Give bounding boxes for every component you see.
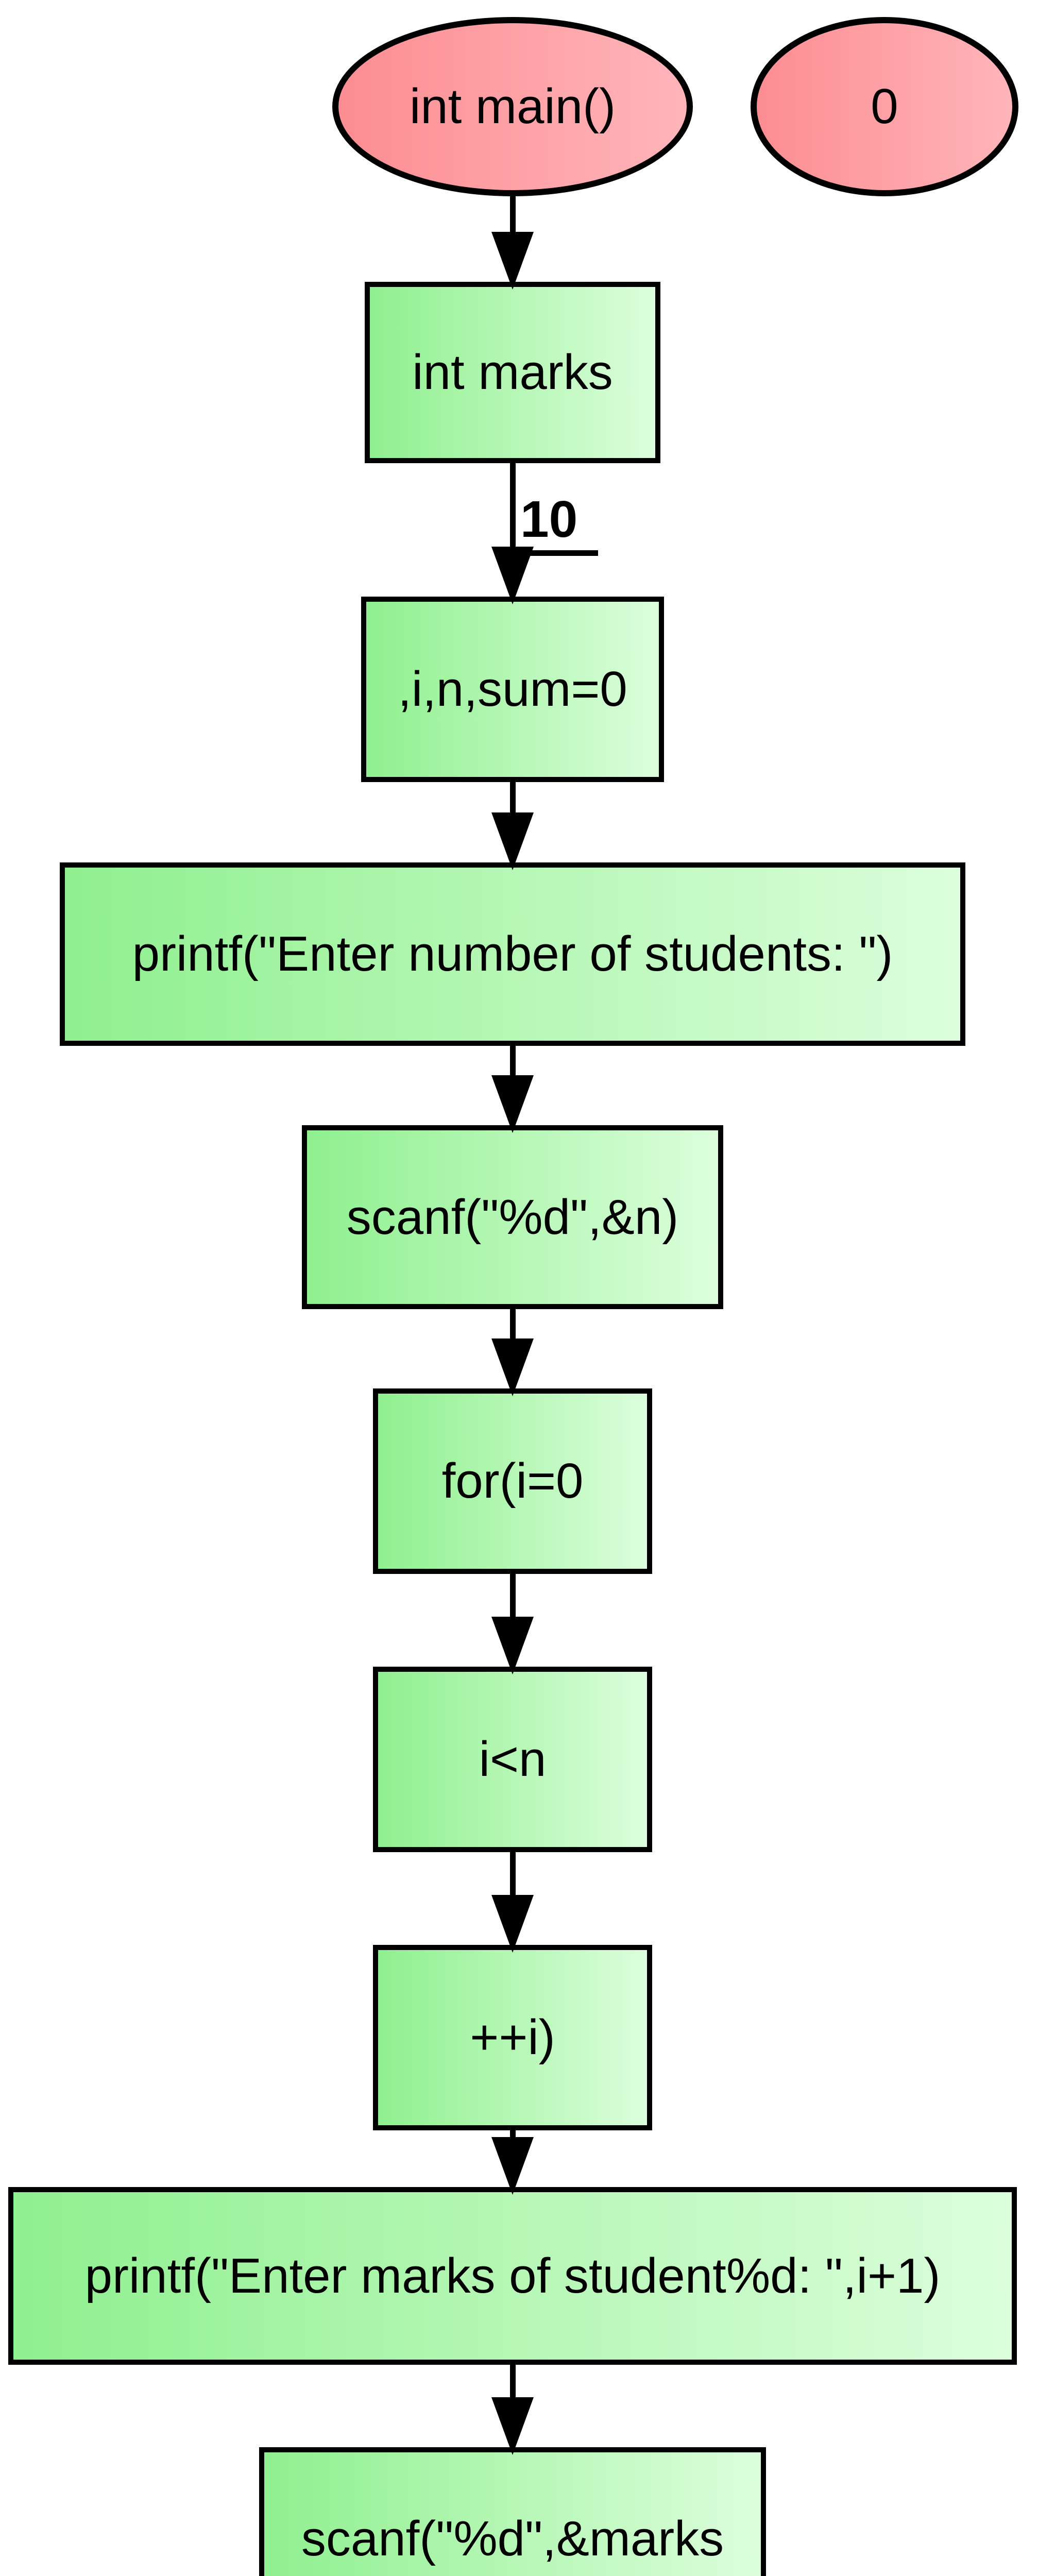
edge-shaft bbox=[510, 2365, 516, 2409]
node-for-init: for(i=0 bbox=[373, 1388, 652, 1574]
node-for-inc-label: ++i) bbox=[470, 2010, 555, 2065]
node-zero-label: 0 bbox=[871, 79, 898, 134]
edge-for-init-to-for-cond bbox=[486, 1574, 539, 1674]
node-scanf-marks-label: scanf("%d",&marks bbox=[301, 2511, 724, 2566]
edge-main-to-marks bbox=[486, 196, 539, 290]
node-for-init-label: for(i=0 bbox=[441, 1453, 584, 1509]
edge-scanf-n-to-for-init bbox=[486, 1309, 539, 1396]
node-printf-marks-label: printf("Enter marks of student%d: ",i+1) bbox=[84, 2248, 941, 2303]
node-scanf-marks: scanf("%d",&marks bbox=[259, 2447, 766, 2576]
edge-label-10: 10 bbox=[517, 494, 599, 556]
edge-shaft bbox=[510, 1046, 516, 1087]
node-for-cond: i<n bbox=[373, 1667, 652, 1852]
edge-marks-to-init bbox=[486, 463, 539, 604]
edge-shaft bbox=[510, 782, 516, 824]
node-int-marks-label: int marks bbox=[412, 345, 613, 400]
node-printf-marks: printf("Enter marks of student%d: ",i+1) bbox=[8, 2187, 1017, 2365]
edge-printf-marks-to-scanf-marks bbox=[486, 2365, 539, 2455]
edge-for-cond-to-for-inc bbox=[486, 1852, 539, 1953]
edge-shaft bbox=[510, 463, 516, 558]
node-printf-students: printf("Enter number of students: ") bbox=[60, 862, 965, 1046]
edge-shaft bbox=[510, 1852, 516, 1906]
arrowhead-icon bbox=[491, 1617, 534, 1674]
node-scanf-n-label: scanf("%d",&n) bbox=[346, 1189, 679, 1245]
arrowhead-icon bbox=[491, 232, 534, 290]
node-for-cond-label: i<n bbox=[479, 1732, 547, 1787]
edge-shaft bbox=[510, 1309, 516, 1350]
arrowhead-icon bbox=[491, 547, 534, 604]
node-init-vars: ,i,n,sum=0 bbox=[361, 597, 664, 782]
arrowhead-icon bbox=[491, 2137, 534, 2195]
node-int-marks: int marks bbox=[365, 282, 660, 463]
arrowhead-icon bbox=[491, 1075, 534, 1133]
edge-printf-students-to-scanf-n bbox=[486, 1046, 539, 1133]
node-printf-students-label: printf("Enter number of students: ") bbox=[132, 926, 893, 982]
edge-shaft bbox=[510, 196, 516, 243]
node-zero: 0 bbox=[751, 17, 1018, 196]
arrowhead-icon bbox=[491, 1895, 534, 1953]
arrowhead-icon bbox=[491, 2397, 534, 2455]
arrowhead-icon bbox=[491, 812, 534, 870]
edge-init-to-printf-students bbox=[486, 782, 539, 870]
node-for-inc: ++i) bbox=[373, 1945, 652, 2130]
node-scanf-n: scanf("%d",&n) bbox=[302, 1125, 723, 1309]
node-int-main-label: int main() bbox=[409, 79, 616, 134]
node-init-vars-label: ,i,n,sum=0 bbox=[398, 662, 627, 717]
node-int-main: int main() bbox=[332, 17, 693, 196]
edge-for-inc-to-printf-marks bbox=[486, 2130, 539, 2195]
arrowhead-icon bbox=[491, 1338, 534, 1396]
edge-shaft bbox=[510, 1574, 516, 1628]
